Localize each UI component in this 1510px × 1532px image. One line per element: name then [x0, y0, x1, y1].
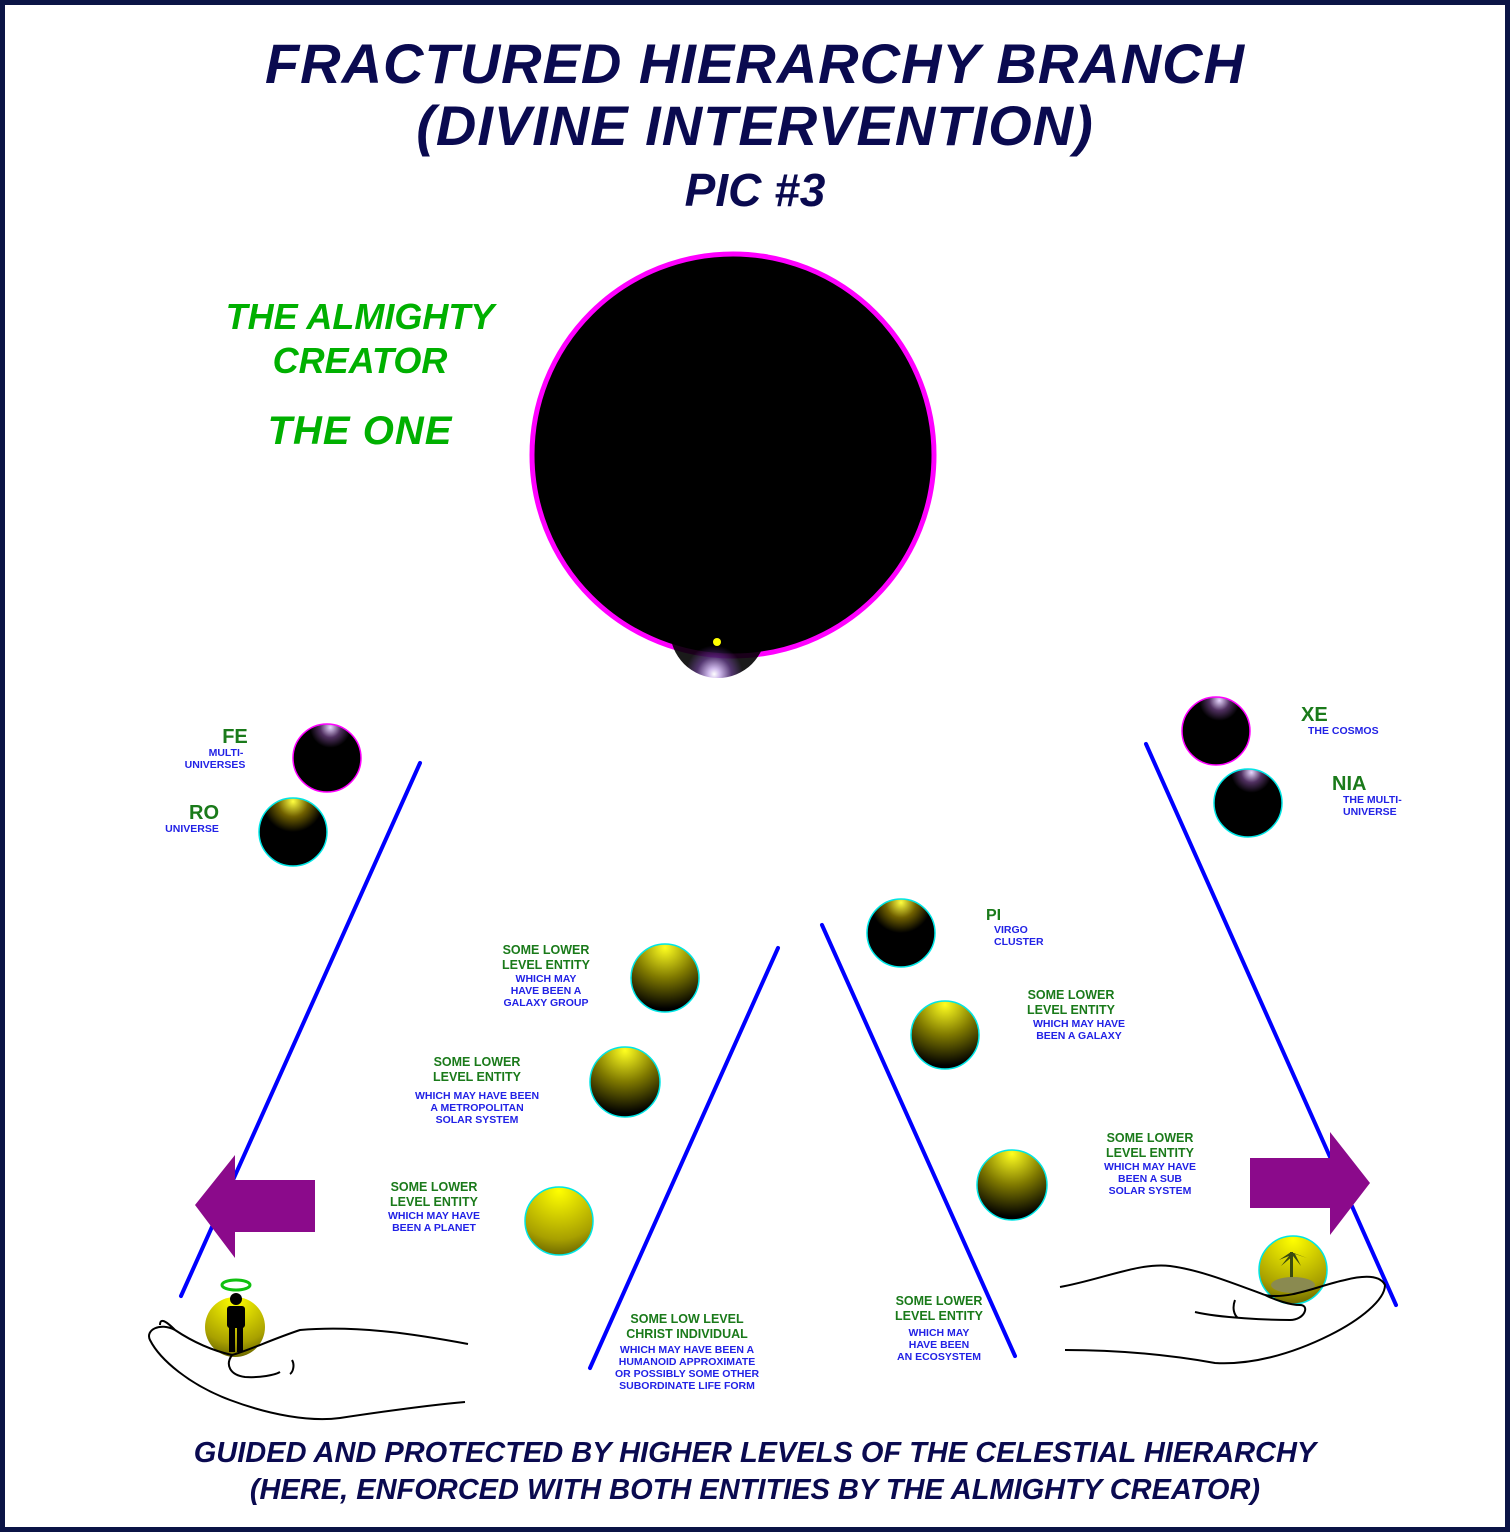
- creator-line-1: THE ALMIGHTY: [225, 296, 495, 337]
- label-desc: BEEN A GALAXY: [1036, 1030, 1122, 1042]
- label-title: SOME LOWER: [1106, 1131, 1194, 1145]
- label-desc: WHICH MAY: [515, 973, 577, 985]
- nia-desc-1: THE MULTI-: [1343, 794, 1402, 806]
- label-title: LEVEL ENTITY: [1106, 1146, 1194, 1160]
- label-title: SOME LOWER: [502, 943, 590, 957]
- label-desc: SOLAR SYSTEM: [1108, 1185, 1192, 1197]
- humanoid-icon: [227, 1293, 245, 1352]
- right-branch-outer-line: [1144, 742, 1398, 1307]
- label-desc: HAVE BEEN A: [510, 985, 582, 997]
- label-desc: AN ECOSYSTEM: [896, 1351, 982, 1363]
- label-desc: WHICH MAY HAVE BEEN: [414, 1090, 540, 1102]
- label-desc: A METROPOLITAN: [430, 1102, 524, 1114]
- creator-line-2: CREATOR: [272, 340, 448, 381]
- left-hand-icon: [148, 1278, 469, 1421]
- palm-tree-icon: [1271, 1252, 1315, 1293]
- label-desc: HUMANOID APPROXIMATE: [618, 1356, 756, 1368]
- label-title: SOME LOWER: [433, 1055, 521, 1069]
- label-desc: SUBORDINATE LIFE FORM: [619, 1380, 755, 1392]
- label-title: SOME LOWER: [895, 1294, 983, 1308]
- fe-desc-2: UNIVERSES: [184, 759, 246, 771]
- left-arrow-icon: [195, 1155, 315, 1258]
- footer-line-2: (HERE, ENFORCED WITH BOTH ENTITIES BY TH…: [249, 1474, 1261, 1506]
- label-desc: WHICH MAY HAVE: [1033, 1018, 1125, 1030]
- creator-spark: [713, 638, 721, 646]
- label-title: LEVEL ENTITY: [895, 1309, 983, 1323]
- planet-sphere: [524, 1186, 594, 1256]
- label-title: LEVEL ENTITY: [433, 1070, 521, 1084]
- nia-sphere: [1213, 768, 1283, 838]
- page-title: FRACTURED HIERARCHY BRANCH(DIVINE INTERV…: [265, 33, 1245, 157]
- label-title: LEVEL ENTITY: [390, 1195, 478, 1209]
- right-arrow-icon: [1250, 1132, 1370, 1235]
- xe-sphere: [1181, 696, 1251, 766]
- label-desc: OR POSSIBLY SOME OTHER: [614, 1368, 760, 1380]
- fe-name: FE: [222, 726, 248, 748]
- branch-lines: [179, 742, 1398, 1370]
- label-desc: WHICH MAY HAVE: [1104, 1161, 1196, 1173]
- label-title: LEVEL ENTITY: [1027, 1003, 1115, 1017]
- xe-desc: THE COSMOS: [1308, 725, 1379, 737]
- diagram-art: [148, 251, 1398, 1421]
- nia-desc-2: UNIVERSE: [1343, 806, 1397, 818]
- metro-solar-sphere: [589, 1046, 661, 1118]
- left-branch-inner-line: [588, 946, 780, 1370]
- pi-desc-2: CLUSTER: [994, 936, 1044, 948]
- fe-sphere: [292, 723, 362, 793]
- pi-sphere: [866, 898, 936, 968]
- label-desc: HAVE BEEN: [908, 1339, 970, 1351]
- label-desc: BEEN A SUB: [1118, 1173, 1182, 1185]
- ro-desc: UNIVERSE: [165, 823, 219, 835]
- footer-line-1: GUIDED AND PROTECTED BY HIGHER LEVELS OF…: [193, 1437, 1317, 1469]
- ro-name: RO: [189, 802, 219, 824]
- ro-sphere: [258, 797, 328, 867]
- label-desc: WHICH MAY: [908, 1327, 970, 1339]
- right-hand-icon: [1059, 1235, 1387, 1365]
- label-desc: GALAXY GROUP: [503, 997, 589, 1009]
- label-desc: WHICH MAY HAVE: [388, 1210, 480, 1222]
- label-title: SOME LOW LEVEL: [630, 1312, 744, 1326]
- galaxy-group-sphere: [630, 943, 700, 1013]
- sub-solar-sphere: [976, 1149, 1048, 1221]
- label-title: SOME LOWER: [390, 1180, 478, 1194]
- label-title: CHRIST INDIVIDUAL: [626, 1327, 748, 1341]
- nia-name: NIA: [1332, 773, 1367, 795]
- galaxy-sphere: [910, 1000, 980, 1070]
- title-line-2: (DIVINE INTERVENTION): [416, 94, 1094, 157]
- fe-desc-1: MULTI-: [208, 747, 244, 759]
- label-desc: BEEN A PLANET: [392, 1222, 476, 1234]
- creator-name: THE ONE: [267, 409, 453, 453]
- pi-desc-1: VIRGO: [994, 924, 1028, 936]
- right-branch-inner-line: [820, 923, 1017, 1358]
- title-line-1: FRACTURED HIERARCHY BRANCH: [264, 32, 1246, 95]
- halo-icon: [220, 1278, 252, 1292]
- label-title: LEVEL ENTITY: [502, 958, 590, 972]
- page-subtitle: PIC #3: [684, 164, 826, 216]
- footer-caption: GUIDED AND PROTECTED BY HIGHER LEVELS OF…: [194, 1435, 1317, 1509]
- xe-name: XE: [1301, 704, 1328, 726]
- label-title: SOME LOWER: [1027, 988, 1115, 1002]
- creator-glow: [670, 582, 766, 678]
- pi-name: PI: [986, 907, 1002, 924]
- label-desc: SOLAR SYSTEM: [435, 1114, 519, 1126]
- label-desc: WHICH MAY HAVE BEEN A: [619, 1344, 755, 1356]
